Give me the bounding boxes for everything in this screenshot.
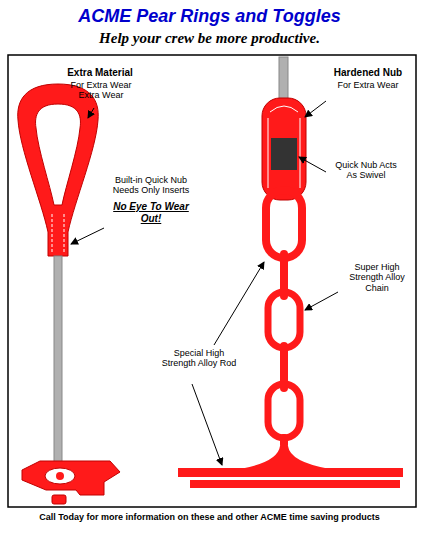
callout-emphasis: No Eye To Wear Out! (106, 201, 196, 224)
leader-lines (71, 101, 338, 465)
toggle-bar (190, 480, 400, 488)
callout-text: Quick Nub Acts As Swivel (330, 160, 402, 181)
caption: Call Today for more information on these… (0, 512, 422, 522)
toggle-bar (178, 468, 403, 477)
pear-ring (18, 84, 98, 256)
callout-heading: Hardened Nub (322, 67, 414, 79)
toggle (22, 461, 120, 495)
chain (266, 190, 302, 438)
callout-text: For Extra Wear (322, 80, 414, 90)
frame (8, 55, 416, 507)
alloy-rod (54, 256, 62, 464)
quick-nub (271, 138, 297, 170)
callout-text: Built-in Quick Nub Needs Only Inserts (106, 175, 196, 196)
alloy-rod (279, 57, 288, 103)
callout-text: Special High Strength Alloy Rod (158, 348, 240, 369)
subtitle: Help your crew be more productive. (0, 30, 422, 47)
callout-text: Super High Strength Alloy Chain (340, 262, 414, 293)
callout-heading: Extra Material (55, 67, 145, 79)
title: ACME Pear Rings and Toggles (0, 6, 422, 27)
swivel (262, 98, 306, 200)
callout-text: For Extra Wear Extra Wear (60, 80, 142, 101)
